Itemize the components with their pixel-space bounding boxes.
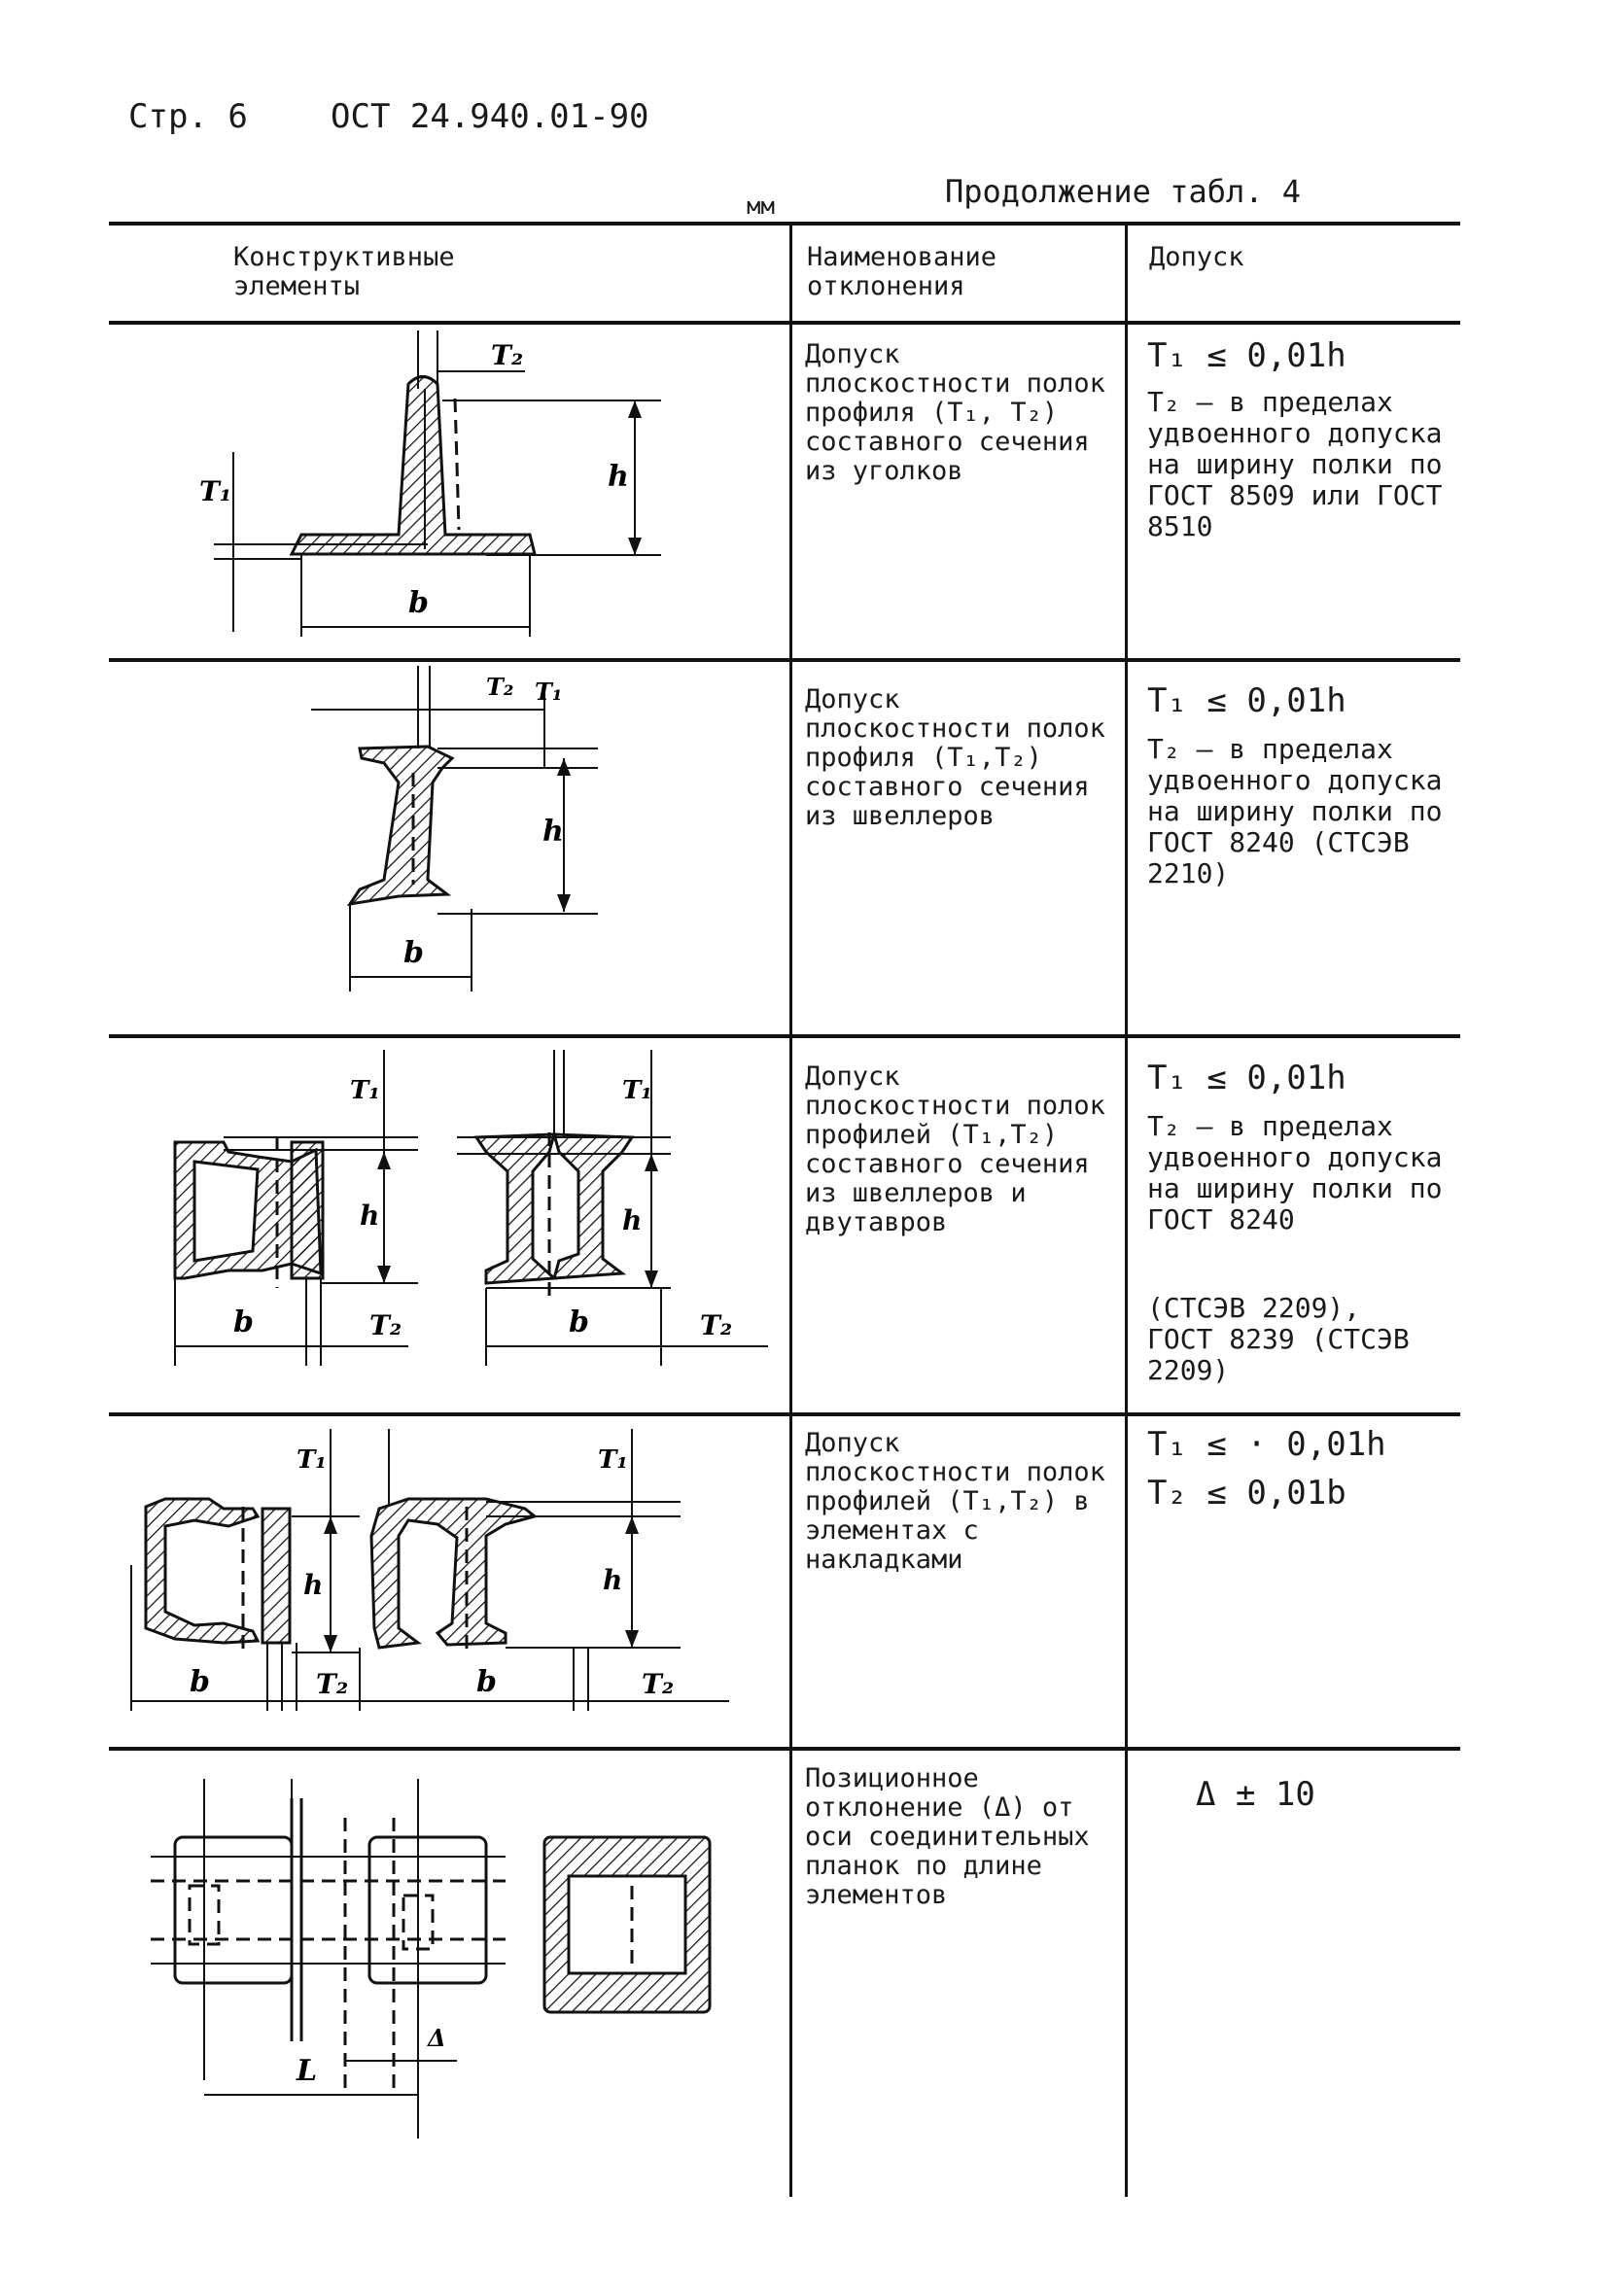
label-t2: T₂ (316, 1668, 348, 1700)
label-t2: T₂ (700, 1309, 732, 1341)
label-b: b (408, 586, 429, 620)
label-h: h (542, 815, 564, 849)
column-divider (1125, 224, 1128, 2197)
label-t2: T₂ (491, 339, 523, 371)
row-separator (109, 1747, 1460, 1751)
row3-tolerance-2: T₂ – в пределах удвоенного допуска на ши… (1147, 1110, 1443, 1235)
row4-deviation: Допуск плоскостности полок профилей (T₁,… (805, 1428, 1105, 1575)
header-bottom-rule (109, 321, 1460, 325)
continuation-label: Продолжение табл. 4 (945, 173, 1302, 210)
label-b: b (190, 1665, 210, 1699)
units-label: мм (747, 192, 775, 220)
column-header-tolerance: Допуск (1149, 242, 1244, 272)
label-l: L (296, 2054, 317, 2088)
row4-tolerance-1: T₁ ≤ · 0,01h (1147, 1425, 1386, 1464)
label-t1: T₁ (350, 1076, 380, 1105)
row1-tolerance-1: T₁ ≤ 0,01h (1147, 336, 1346, 375)
label-h: h (603, 1564, 622, 1596)
label-t2: T₂ (642, 1668, 674, 1700)
label-h: h (360, 1200, 379, 1232)
row-separator (109, 658, 1460, 662)
row-separator (109, 1412, 1460, 1416)
label-t1: T₁ (535, 678, 562, 706)
figure-batten-plates: L Δ (151, 1779, 712, 2139)
label-b: b (476, 1665, 497, 1699)
row1-tolerance-2: T₂ – в пределах удвоенного допуска на ши… (1147, 386, 1443, 542)
page-number: Стр. 6 (128, 97, 248, 136)
label-t1: T₁ (622, 1076, 652, 1105)
figure-cover-plate-section: T₁ h b T₂ T₁ h b T₂ (130, 1429, 729, 1711)
column-header-deviation: Наименование отклонения (807, 242, 997, 301)
row1-deviation: Допуск плоскостности полок профиля (T₁, … (805, 339, 1105, 486)
label-b: b (569, 1305, 589, 1339)
row2-deviation: Допуск плоскостности полок профиля (T₁,T… (805, 684, 1105, 831)
column-header-elements: Конструктивные элементы (233, 242, 455, 301)
figure-channel-section: T₂ T₁ h b (311, 666, 598, 991)
label-t1: T₁ (297, 1445, 327, 1475)
label-t2: T₂ (369, 1309, 402, 1341)
row2-tolerance-2: T₂ – в пределах удвоенного допуска на ши… (1147, 733, 1443, 889)
table-top-rule (109, 222, 1460, 226)
label-h: h (608, 460, 629, 494)
row3-tolerance-3: (СТСЭВ 2209), ГОСТ 8239 (СТСЭВ 2209) (1147, 1292, 1410, 1386)
figure-channel-ibeam-section: T₁ h b T₂ T₁ h b T₂ (173, 1050, 768, 1366)
figure-angle-section: T₂ h T₁ b (199, 330, 661, 637)
row3-deviation: Допуск плоскостности полок профилей (T₁,… (805, 1061, 1105, 1237)
label-b: b (233, 1305, 254, 1339)
label-h: h (622, 1204, 642, 1236)
row2-tolerance-1: T₁ ≤ 0,01h (1147, 681, 1346, 720)
label-t1: T₁ (199, 475, 231, 507)
standard-number: ОСТ 24.940.01-90 (331, 97, 649, 136)
label-h: h (303, 1569, 323, 1601)
label-b: b (403, 936, 424, 970)
row5-deviation: Позиционное отклонение (Δ) от оси соедин… (805, 1763, 1090, 1910)
row5-tolerance-1: Δ ± 10 (1196, 1775, 1315, 1814)
row-separator (109, 1034, 1460, 1038)
label-t1: T₁ (598, 1445, 628, 1475)
row4-tolerance-2: T₂ ≤ 0,01b (1147, 1474, 1346, 1513)
row3-tolerance-1: T₁ ≤ 0,01h (1147, 1059, 1346, 1097)
column-divider (789, 224, 792, 2197)
label-t2: T₂ (486, 673, 513, 701)
label-delta: Δ (427, 2024, 446, 2052)
